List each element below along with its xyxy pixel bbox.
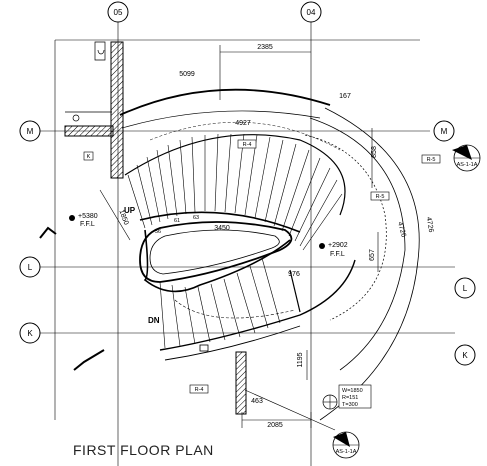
section-bottom-number: 1 xyxy=(344,438,347,444)
grid-label-l-right: L xyxy=(463,284,468,293)
level-right-label: F.F.L xyxy=(330,251,345,258)
grid-bubbles xyxy=(19,1,476,366)
dim-2085: 2085 xyxy=(267,422,283,429)
riser-61: 61 xyxy=(174,218,180,224)
label-dn: DN xyxy=(148,316,160,325)
section-top-ref: AS-1-1A xyxy=(457,162,478,168)
level-marker-left-icon xyxy=(69,215,75,221)
dim-4927: 4927 xyxy=(235,120,251,127)
stair-treads xyxy=(127,133,343,349)
dim-1195: 1195 xyxy=(297,352,304,367)
drawing-title: FIRST FLOOR PLAN xyxy=(73,442,214,458)
grid-label-05: 05 xyxy=(114,8,123,17)
dim-858: 858 xyxy=(371,146,378,158)
dim-463: 463 xyxy=(251,398,263,405)
detail-tags xyxy=(83,139,441,394)
dim-3450: 3450 xyxy=(214,225,230,232)
note-riser: R=151 xyxy=(342,395,358,401)
toilet-icon xyxy=(94,41,106,61)
tag-r5-right: R-5 xyxy=(427,157,436,163)
dim-2385: 2385 xyxy=(257,44,273,51)
tag-r4-top: R-4 xyxy=(243,142,252,148)
grid-label-k: K xyxy=(27,329,33,338)
dim-4726-outer: 4726 xyxy=(425,216,435,233)
level-marker-right-icon xyxy=(319,243,325,249)
grid-lines xyxy=(40,22,455,466)
label-up: UP xyxy=(124,206,136,215)
dim-657: 657 xyxy=(369,249,376,261)
grid-label-l: L xyxy=(28,263,33,272)
tag-k: K xyxy=(87,154,91,160)
note-tread: T=300 xyxy=(342,402,358,408)
dimension-lines xyxy=(99,45,379,431)
dim-4726-inner: 4726 xyxy=(396,221,407,238)
grid-label-m-right: M xyxy=(441,127,448,136)
stair-outline xyxy=(119,88,420,421)
grid-label-m: M xyxy=(27,127,34,136)
tag-r4-bottom: R-4 xyxy=(195,387,204,393)
riser-63: 63 xyxy=(193,215,199,221)
section-top-number: 2 xyxy=(465,151,468,157)
dim-1850: 1850 xyxy=(117,209,129,226)
dim-167: 167 xyxy=(339,93,351,100)
section-marks xyxy=(332,144,481,459)
grid-label-04: 04 xyxy=(307,8,316,17)
stair-well xyxy=(139,221,293,283)
note-width: W=1850 xyxy=(342,388,363,394)
riser-56: 56 xyxy=(155,229,161,235)
walls xyxy=(64,41,247,415)
level-left-label: F.F.L xyxy=(80,221,95,228)
dim-5099: 5099 xyxy=(179,71,195,78)
stair-note xyxy=(322,384,372,410)
grid-label-k-right: K xyxy=(462,351,468,360)
dim-976: 976 xyxy=(288,271,300,278)
level-markers xyxy=(69,215,325,249)
level-left-value: +5380 xyxy=(78,213,98,220)
break-marks xyxy=(39,226,105,371)
section-bottom-ref: AS-1-1A xyxy=(336,449,357,455)
level-right-value: +2902 xyxy=(328,242,348,249)
tag-r5-mid: R-5 xyxy=(376,194,385,200)
